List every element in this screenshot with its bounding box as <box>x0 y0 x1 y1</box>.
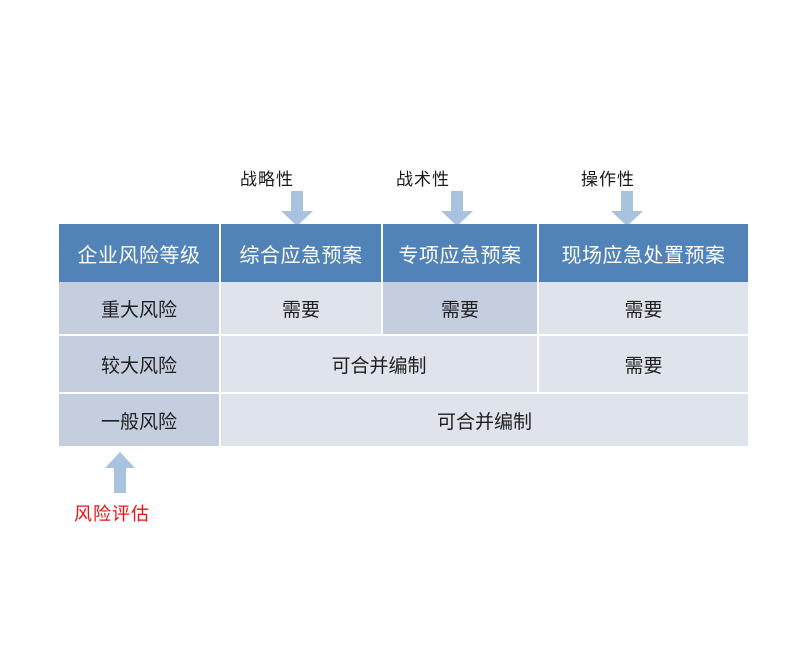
cell-moderate-onsite: 需要 <box>538 335 748 394</box>
column-header-risk-level: 企业风险等级 <box>59 224 221 282</box>
row-label-major-risk: 重大风险 <box>59 282 221 336</box>
row-label-general-risk: 一般风险 <box>59 393 221 446</box>
cell-major-onsite: 需要 <box>538 282 748 336</box>
row-label-moderate-risk: 较大风险 <box>59 335 221 394</box>
column-header-comprehensive-plan: 综合应急预案 <box>220 224 383 282</box>
risk-plan-matrix-table: 企业风险等级 综合应急预案 专项应急预案 现场应急处置预案 重大风险 需要 需要… <box>59 224 748 446</box>
table-row: 重大风险 需要 需要 需要 <box>59 282 748 336</box>
cell-moderate-merged-plan: 可合并编制 <box>220 335 539 394</box>
column-header-special-plan: 专项应急预案 <box>382 224 539 282</box>
annotation-label-tactical: 战术性 <box>396 170 450 190</box>
cell-major-comprehensive: 需要 <box>220 282 383 336</box>
arrow-down-icon-tactical <box>441 191 473 226</box>
arrow-down-icon-operational <box>611 191 643 226</box>
arrow-down-icon-strategic <box>281 191 313 226</box>
table-row: 一般风险 可合并编制 <box>59 393 748 446</box>
column-header-onsite-plan: 现场应急处置预案 <box>538 224 748 282</box>
arrow-up-icon-risk-assessment <box>105 452 135 493</box>
cell-general-merged-plan: 可合并编制 <box>220 393 748 446</box>
table-row: 较大风险 可合并编制 需要 <box>59 335 748 394</box>
annotation-label-risk-assessment: 风险评估 <box>74 504 150 525</box>
table-header-row: 企业风险等级 综合应急预案 专项应急预案 现场应急处置预案 <box>59 224 748 282</box>
annotation-label-strategic: 战略性 <box>240 170 294 190</box>
annotation-label-operational: 操作性 <box>581 170 635 190</box>
cell-major-special: 需要 <box>382 282 539 336</box>
